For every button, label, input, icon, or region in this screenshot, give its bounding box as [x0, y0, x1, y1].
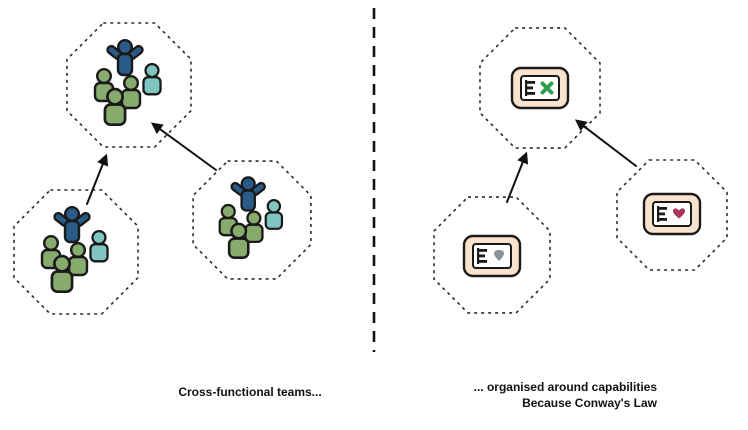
caption-capabilities-line2: Because Conway's Law [522, 396, 657, 410]
arrow-right-bl-to-top [506, 151, 529, 203]
capability-card-bottom-left [462, 234, 522, 278]
caption-cross-functional-teams: Cross-functional teams... [178, 385, 322, 399]
caption-capabilities-line1: ... organised around capabilities [473, 380, 657, 394]
capability-card-bottom-right [642, 192, 702, 236]
arrow-left-br-to-top [150, 122, 217, 171]
card-icon [642, 192, 702, 236]
card-icon [510, 66, 570, 110]
arrow-right-br-to-top [574, 119, 637, 167]
capability-card-top [510, 66, 570, 110]
caption-capabilities: ... organised around capabilities Becaus… [407, 379, 657, 411]
arrow-left-bl-to-top [86, 153, 109, 205]
heart-icon [673, 208, 685, 219]
pick-icon [494, 250, 504, 261]
card-icon [462, 234, 522, 278]
cross-icon [540, 81, 554, 95]
